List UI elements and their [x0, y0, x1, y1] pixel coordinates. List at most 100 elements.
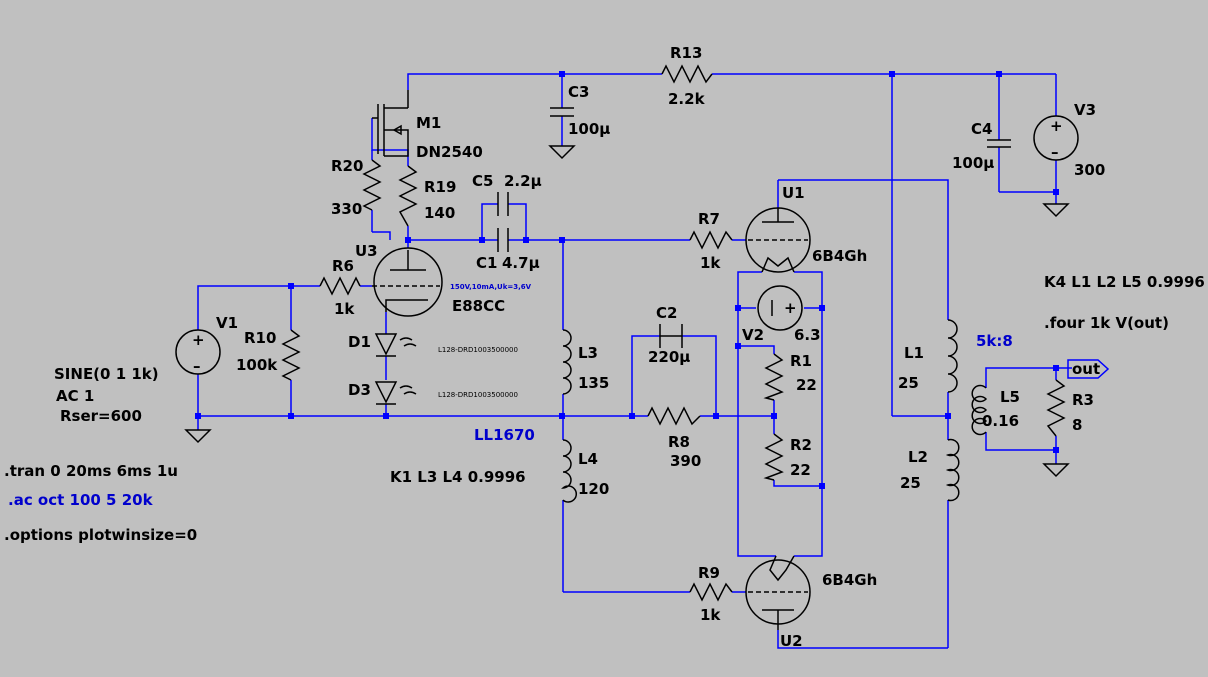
- triode-u1[interactable]: U1 6B4Gh: [745, 184, 867, 273]
- directive-k4[interactable]: K4 L1 L2 L5 0.9996: [1044, 273, 1205, 291]
- inductor-l1[interactable]: L1 25: [898, 319, 958, 393]
- ground-icon: [1042, 463, 1070, 478]
- capacitor-c3[interactable]: C3 100µ: [550, 83, 610, 138]
- resistor-r20[interactable]: R20 330: [331, 157, 382, 218]
- resistor-r9[interactable]: R9 1k: [689, 564, 733, 624]
- l1-ref: L1: [904, 344, 924, 362]
- directive-k1[interactable]: K1 L3 L4 0.9996: [390, 468, 526, 486]
- d1-value: L128-DRD1003500000: [438, 346, 518, 354]
- v2-value: 6.3: [794, 326, 821, 344]
- triode-u3[interactable]: U3 E88CC 150V,10mA,Uk=3,6V: [355, 242, 532, 317]
- directive-four[interactable]: .four 1k V(out): [1044, 314, 1169, 332]
- capacitor-c1[interactable]: C1 4.7µ: [476, 228, 540, 272]
- r7-ref: R7: [698, 210, 720, 228]
- c4-value: 100µ: [952, 154, 994, 172]
- v1-ref: V1: [216, 314, 238, 332]
- l3-ref: L3: [578, 344, 598, 362]
- resistor-r10[interactable]: R10 100k: [236, 329, 301, 381]
- resistor-r8[interactable]: R8 390: [647, 406, 701, 470]
- r6-ref: R6: [332, 257, 354, 275]
- resistor-r13[interactable]: R13 2.2k: [661, 44, 713, 108]
- l4-ref: L4: [578, 450, 598, 468]
- inductor-l3[interactable]: L3 135: [562, 329, 609, 395]
- led-d3[interactable]: D3 L128-DRD1003500000: [348, 381, 518, 405]
- triode-u2[interactable]: U2 6B4Gh: [745, 555, 877, 650]
- l2-ref: L2: [908, 448, 928, 466]
- v1-line1: SINE(0 1 1k): [54, 365, 159, 383]
- plus-icon: +: [784, 299, 797, 317]
- l1-value: 25: [898, 374, 919, 392]
- plus-icon: +: [1050, 117, 1063, 135]
- u2-value: 6B4Gh: [822, 571, 877, 589]
- r20-value: 330: [331, 200, 362, 218]
- c2-ref: C2: [656, 304, 677, 322]
- d3-ref: D3: [348, 381, 371, 399]
- r1-ref: R1: [790, 352, 812, 370]
- resistor-r7[interactable]: R7 1k: [689, 210, 733, 272]
- c3-ref: C3: [568, 83, 589, 101]
- out-label: out: [1072, 360, 1100, 378]
- inductor-l5[interactable]: L5 0.16: [971, 384, 1020, 436]
- directive-tran[interactable]: .tran 0 20ms 6ms 1u: [4, 462, 178, 480]
- voltage-source-v2[interactable]: + V2 6.3: [742, 285, 821, 344]
- v3-value: 300: [1074, 161, 1105, 179]
- c5-ref: C5: [472, 172, 493, 190]
- directive-ac[interactable]: .ac oct 100 5 20k: [8, 491, 154, 509]
- ground-symbols: [184, 145, 1070, 478]
- r19-ref: R19: [424, 178, 456, 196]
- c3-value: 100µ: [568, 120, 610, 138]
- junctions: [195, 71, 1059, 489]
- mosfet-m1[interactable]: M1 DN2540: [372, 90, 483, 161]
- led-d1[interactable]: D1 L128-DRD1003500000: [348, 333, 518, 357]
- r3-ref: R3: [1072, 391, 1094, 409]
- d1-ref: D1: [348, 333, 371, 351]
- ground-icon: [1042, 203, 1070, 218]
- r10-ref: R10: [244, 329, 276, 347]
- r13-value: 2.2k: [668, 90, 706, 108]
- r2-ref: R2: [790, 436, 812, 454]
- c2-value: 220µ: [648, 348, 690, 366]
- v3-ref: V3: [1074, 101, 1096, 119]
- resistor-r3[interactable]: R3 8: [1046, 379, 1094, 437]
- resistor-r2[interactable]: R2 22: [763, 433, 812, 481]
- c4-ref: C4: [971, 120, 992, 138]
- r1-value: 22: [796, 376, 817, 394]
- c5-value: 2.2µ: [504, 172, 542, 190]
- v1-line2: AC 1: [56, 387, 94, 405]
- wires: [197, 73, 1072, 649]
- u1-ref: U1: [782, 184, 805, 202]
- inductor-l4[interactable]: L4 120: [561, 439, 609, 503]
- resistor-r6[interactable]: R6 1k: [319, 257, 361, 318]
- r9-value: 1k: [700, 606, 721, 624]
- net-label-out[interactable]: out: [1067, 359, 1110, 379]
- u3-value: E88CC: [452, 297, 505, 315]
- r10-value: 100k: [236, 356, 278, 374]
- l2-value: 25: [900, 474, 921, 492]
- directive-options[interactable]: .options plotwinsize=0: [4, 526, 197, 544]
- capacitor-c4[interactable]: C4 100µ: [952, 120, 1011, 172]
- l3-value: 135: [578, 374, 609, 392]
- m1-ref: M1: [416, 114, 441, 132]
- resistor-r19[interactable]: R19 140: [398, 165, 456, 227]
- r9-ref: R9: [698, 564, 720, 582]
- inductor-l2[interactable]: L2 25: [900, 438, 960, 502]
- u2-ref: U2: [780, 632, 803, 650]
- voltage-source-v3[interactable]: + – V3 300: [1033, 101, 1105, 179]
- r3-value: 8: [1072, 416, 1082, 434]
- capacitor-c2[interactable]: C2 220µ: [648, 304, 690, 366]
- d3-value: L128-DRD1003500000: [438, 391, 518, 399]
- l5-value: 0.16: [982, 412, 1019, 430]
- voltage-source-v1[interactable]: + – V1 SINE(0 1 1k) AC 1 Rser=600: [54, 314, 238, 425]
- r2-value: 22: [790, 461, 811, 479]
- r8-value: 390: [670, 452, 701, 470]
- r19-value: 140: [424, 204, 455, 222]
- r20-ref: R20: [331, 157, 363, 175]
- l5-ref: L5: [1000, 388, 1020, 406]
- c1-ref: C1: [476, 254, 497, 272]
- capacitor-c5[interactable]: C5 2.2µ: [472, 172, 542, 216]
- m1-value: DN2540: [416, 143, 483, 161]
- plus-icon: +: [192, 331, 205, 349]
- u3-note: 150V,10mA,Uk=3,6V: [450, 283, 532, 291]
- resistor-r1[interactable]: R1 22: [763, 352, 817, 401]
